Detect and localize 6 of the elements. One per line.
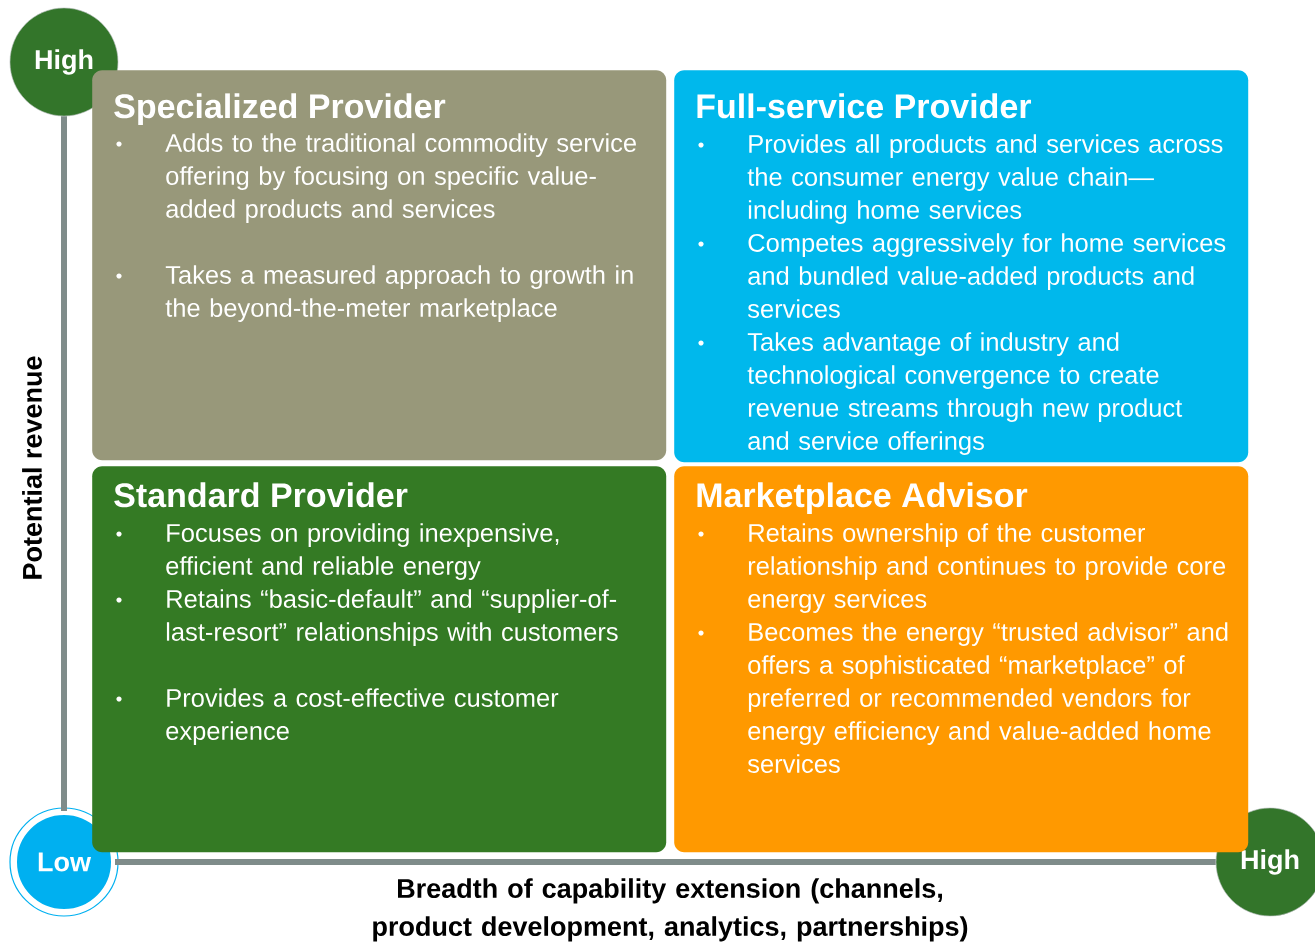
axis-line [115, 859, 1216, 865]
axis-label: Potential revenue [22, 356, 42, 579]
quadrant-box: Full-service Provider Provides all products and services across the consumer energy value chain—including home services Competes aggressively for home services and bundled value-added products and services Takes advantage of industry and technological convergence to create revenue streams through new product and service offerings [674, 70, 1249, 463]
axis-label: Breadth of capability extension (channels, product development, analytics, partnerships) [373, 878, 968, 942]
quadrant-box: Standard Provider Focuses on providing inexpensive, efficient and reliable energy Retains “basic-default” and “supplier-of-last-resort” relationships with customers Provides a cost-effective customer experience [92, 466, 667, 853]
quadrant-box: Specialized Provider Adds to the traditional commodity service offering by focusing on specific value-added products and services Takes a measured approach to growth in the beyond-the-meter marketplace [92, 70, 667, 461]
